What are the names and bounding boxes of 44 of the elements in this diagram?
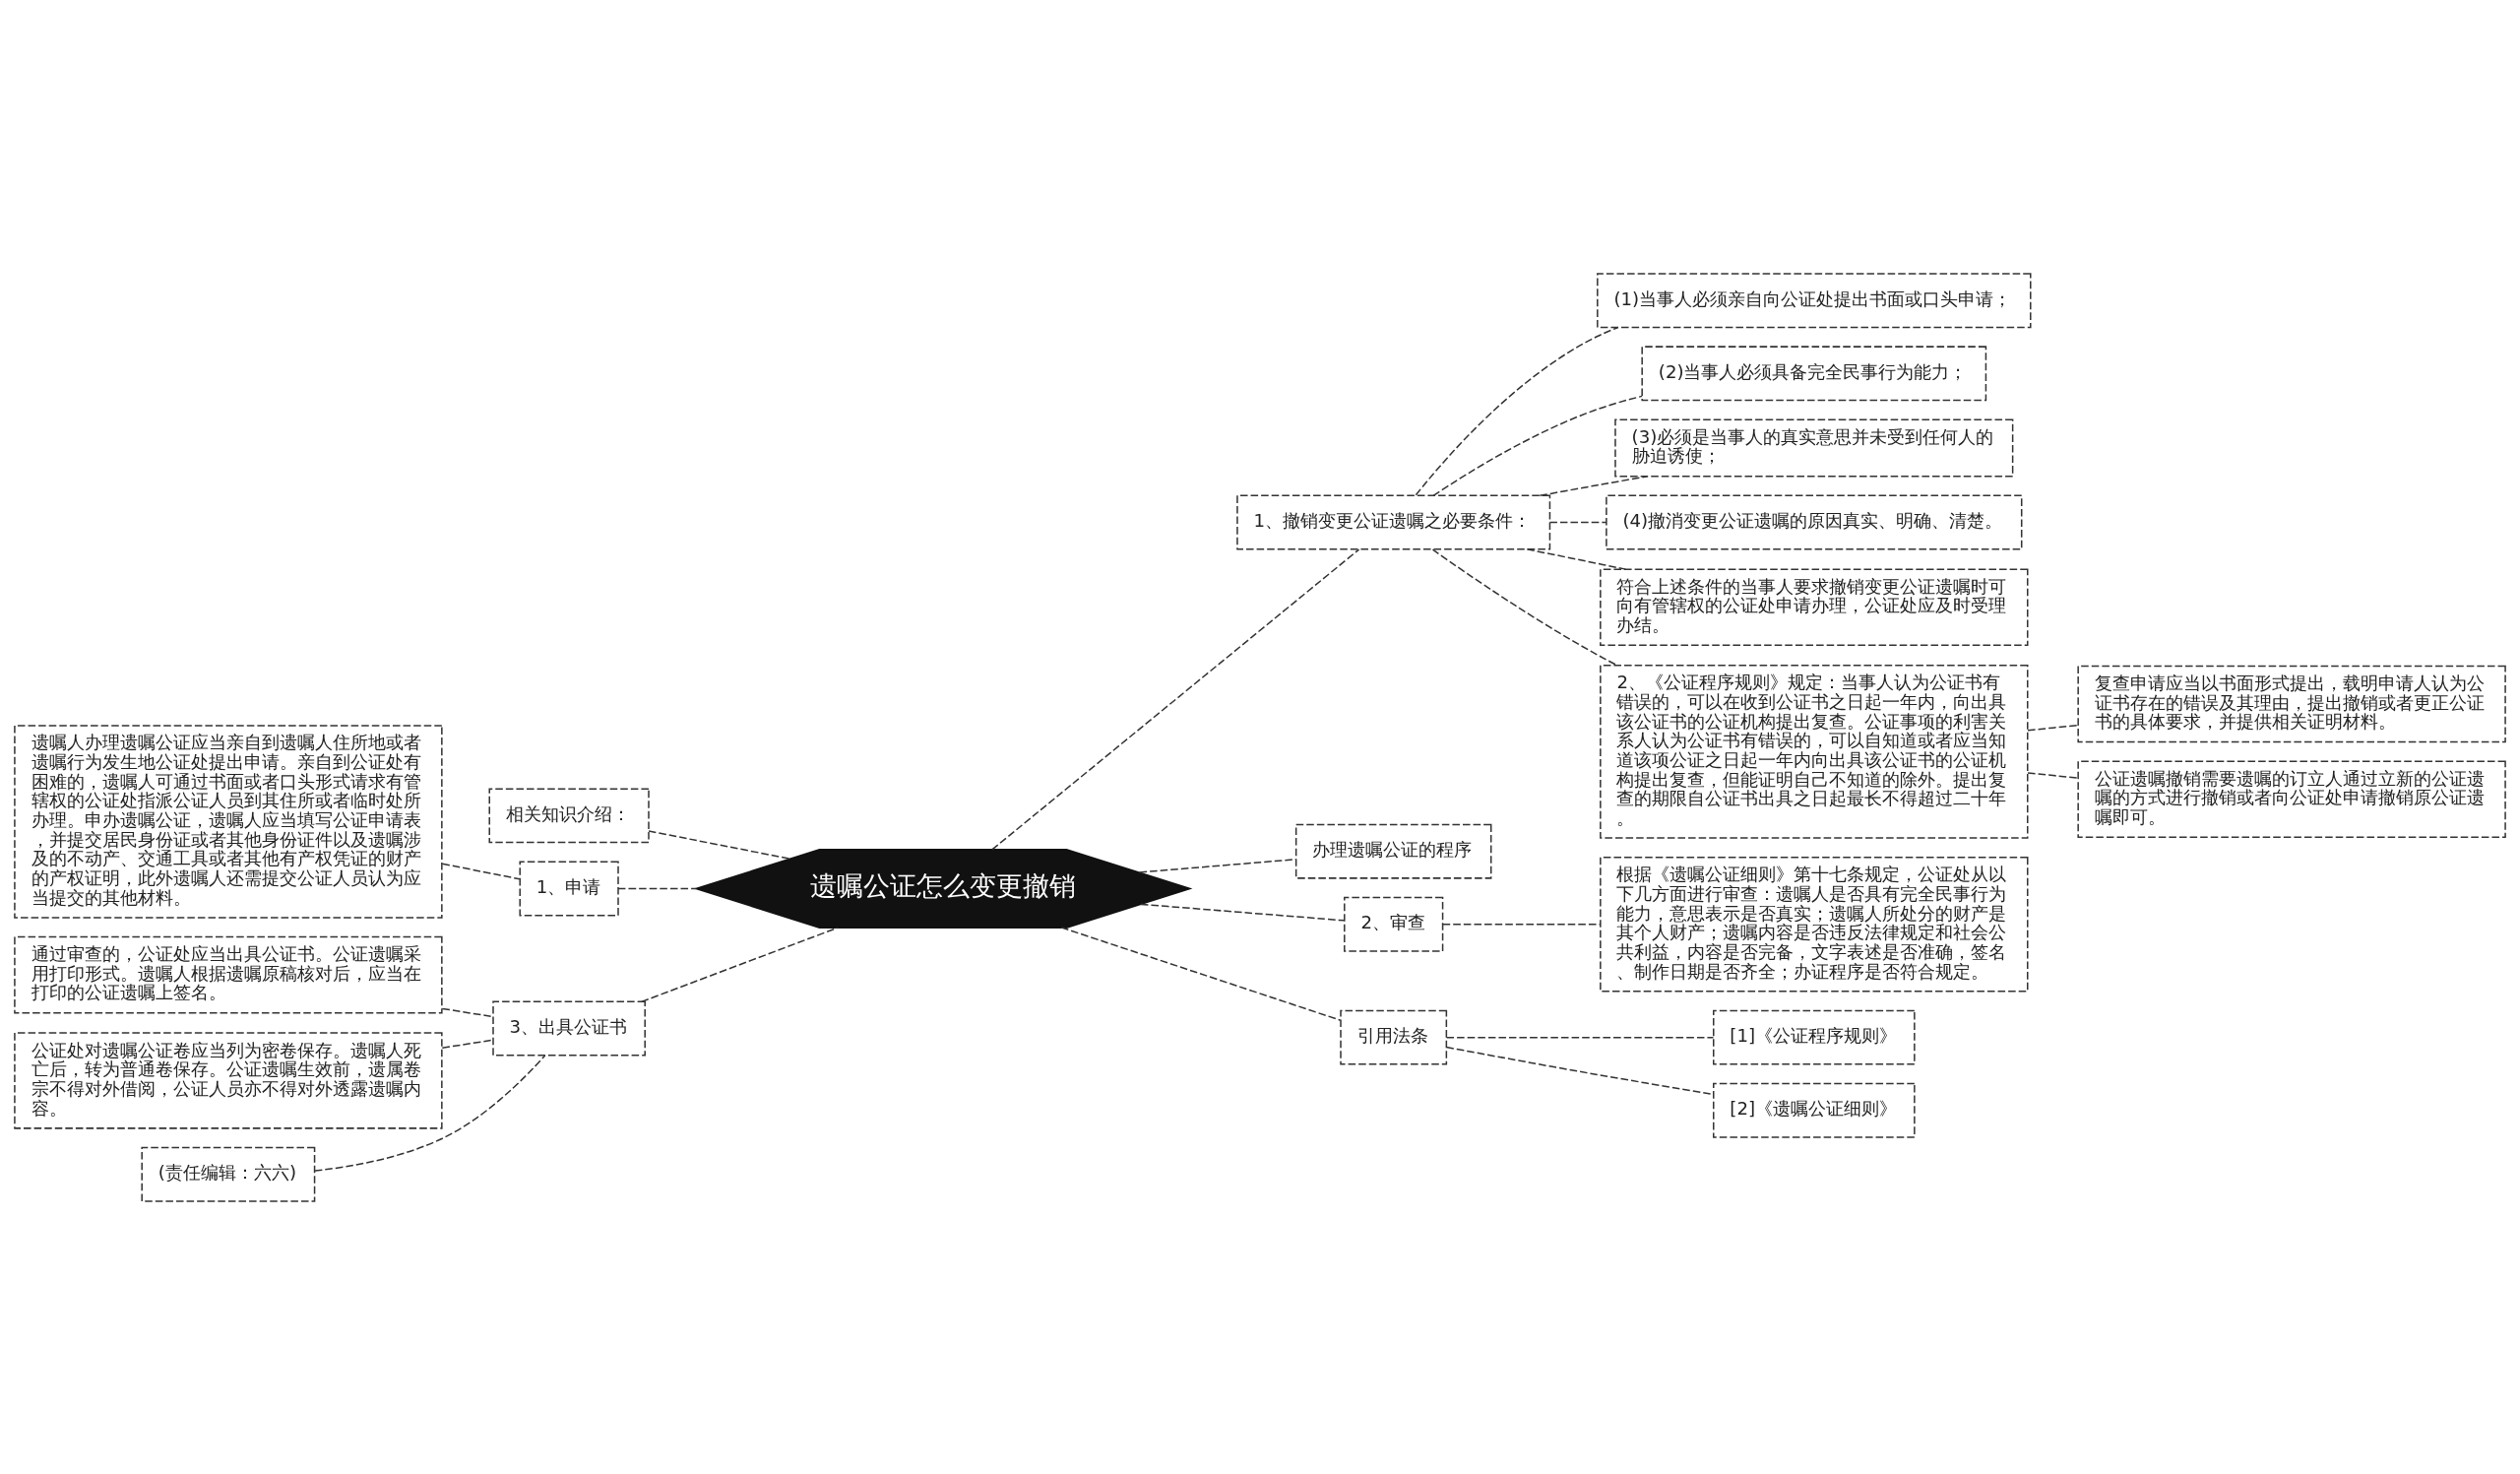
connector: [641, 926, 839, 1002]
connector: [1138, 858, 1297, 873]
node-box: 1、撤销变更公证遗嘱之必要条件：: [1236, 494, 1551, 549]
node-box: 根据《遗嘱公证细则》第十七条规定，公证处从以下几方面进行审查：遗嘱人是否具有完全民事行为能力，意思表示是否真实；遗嘱人所处分的财产是其个人财产；遗嘱内容是否违反法律规定和社会公共利益，内容是否完备，文字表述是否准确，签名、制作日期是否齐全；办证程序是否符合规定。: [1600, 856, 2029, 993]
node-box: (2)当事人必须具备完全民事行为能力；: [1641, 345, 1987, 401]
connector: [1539, 475, 1649, 496]
node-box: (责任编辑：六六): [141, 1146, 316, 1202]
connector: [314, 1054, 546, 1172]
node-box: 公证遗嘱撤销需要遗嘱的订立人通过立新的公证遗嘱的方式进行撤销或者向公证处申请撤销原公证遗嘱即可。: [2077, 759, 2506, 838]
node-box: 2、《公证程序规则》规定：当事人认为公证书有错误的，可以在收到公证书之日起一年内，向出具该公证书的公证机构提出复查。公证事项的利害关系人认为公证书有错误的，可以自知道或者应当知道该项公证之日起一年内向出具该公证书的公证机构提出复查，但能证明自己不知道的除外。提出复查的期限自公证书出具之日起最长不得超过二十年。: [1600, 664, 2029, 839]
node-box: (1)当事人必须亲自向公证处提出书面或口头申请；: [1597, 272, 2032, 328]
node-box: 办理遗嘱公证的程序: [1294, 823, 1492, 879]
node-box: 引用法条: [1340, 1009, 1448, 1065]
connector: [1445, 1036, 1715, 1038]
node-box: 3、出具公证书: [492, 1000, 646, 1057]
node-box: 复查申请应当以书面形式提出，载明申请人认为公证书存在的错误及其理由，提出撤销或者更正公证书的具体要求，并提供相关证明材料。: [2077, 665, 2506, 742]
node-box: 遗嘱人办理遗嘱公证应当亲自到遗嘱人住所地或者遗嘱行为发生地公证处提出申请。亲自到公证处有困难的，遗嘱人可通过书面或者口头形式请求有管辖权的公证处指派公证人员到其住所或者临时处所办理。申办遗嘱公证，遗嘱人应当填写公证申请表，并提交居民身份证或者其他身份证件以及遗嘱涉及的不动产、交通工具或者其他有产权凭证的财产的产权证明，此外遗嘱人还需提交公证人员认为应当提交的其他材料。: [14, 724, 443, 919]
node-box: (3)必须是当事人的真实意思并未受到任何人的胁迫诱使；: [1614, 417, 2014, 477]
connector: [1140, 903, 1346, 922]
connector: [1548, 521, 1607, 523]
connector: [648, 829, 791, 860]
node-box: 公证处对遗嘱公证卷应当列为密卷保存。遗嘱人死亡后，转为普通卷保存。公证遗嘱生效前，遗属卷宗不得对外借阅，公证人员亦不得对外透露遗嘱内容。: [14, 1031, 443, 1129]
node-box: [2]《遗嘱公证细则》: [1713, 1082, 1916, 1138]
node-box: 符合上述条件的当事人要求撤销变更公证遗嘱时可向有管辖权的公证处申请办理，公证处应及时受理办结。: [1600, 567, 2029, 646]
connector: [1445, 1046, 1715, 1095]
node-box: 2、审查: [1344, 896, 1444, 952]
connector: [1526, 547, 1627, 570]
node-box: 1、申请: [519, 861, 619, 916]
node-box: (4)撤消变更公证遗嘱的原因真实、明确、清楚。: [1606, 494, 2023, 549]
connector: [1432, 395, 1643, 496]
node-box: [1]《公证程序规则》: [1713, 1009, 1916, 1065]
connector: [2027, 724, 2079, 731]
connector: [441, 862, 521, 880]
connector: [1431, 547, 1618, 666]
connector: [1442, 923, 1602, 925]
connector: [441, 1007, 494, 1017]
node-box: 相关知识介绍：: [488, 787, 650, 843]
node-box: 通过审查的，公证处应当出具公证书。公证遗嘱采用打印形式。遗嘱人根据遗嘱原稿核对后，应当在打印的公证遗嘱上签名。: [14, 935, 443, 1013]
connector: [1060, 926, 1342, 1021]
connector: [617, 887, 697, 889]
connector: [441, 1039, 494, 1049]
connector: [2027, 771, 2079, 779]
connector: [991, 547, 1360, 850]
connector: [1415, 326, 1619, 495]
